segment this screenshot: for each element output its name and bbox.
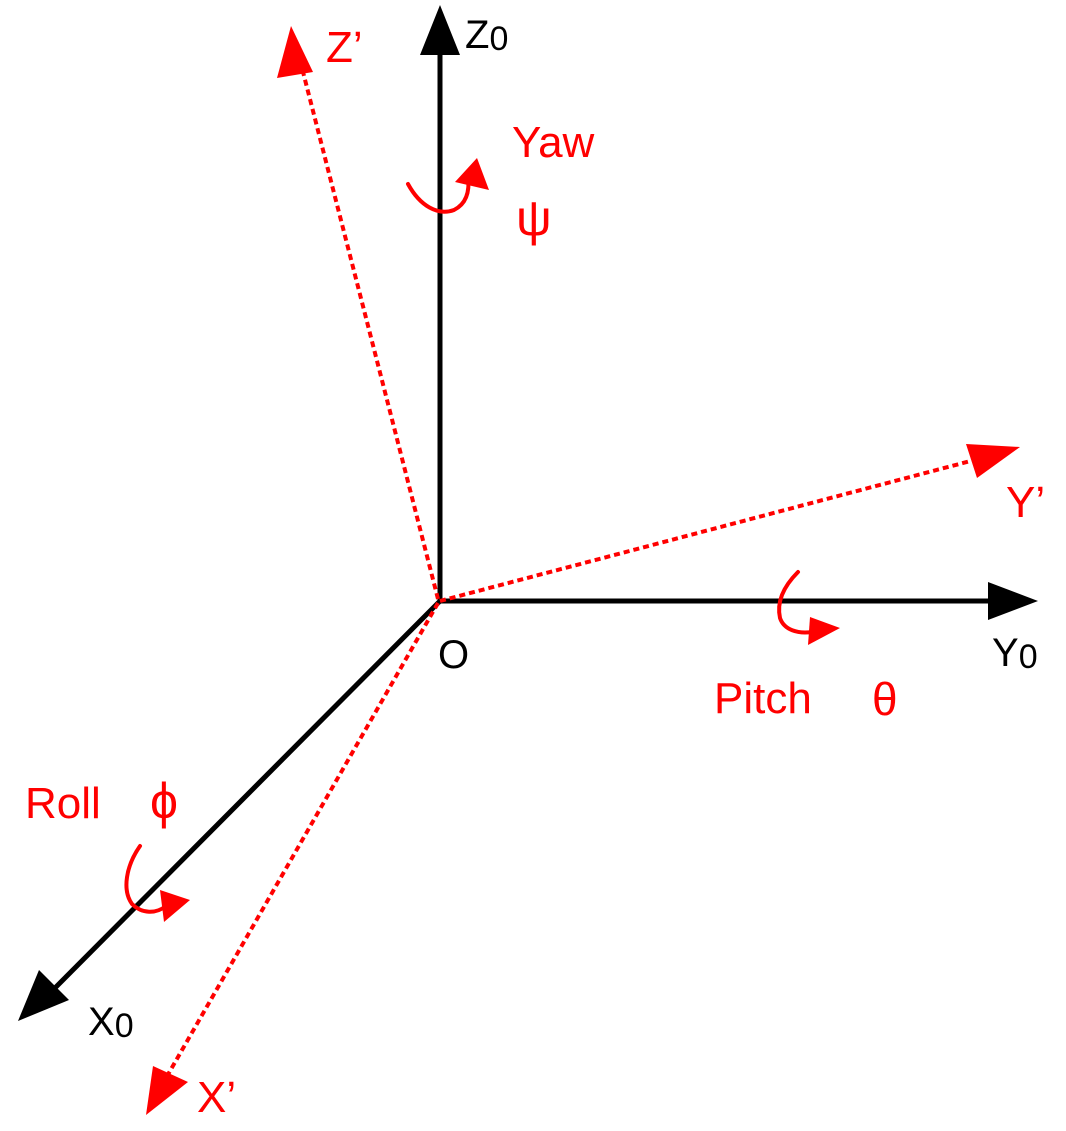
y0-arrowhead	[988, 582, 1038, 620]
pitch-symbol: θ	[872, 673, 898, 725]
z0-subscript: 0	[489, 20, 508, 58]
yaw-symbol: ψ	[516, 190, 552, 246]
x0-arrowhead	[18, 970, 69, 1021]
yaw-label: Yaw	[512, 118, 595, 167]
body-axes	[164, 67, 983, 1079]
z0-arrowhead	[420, 5, 460, 55]
y0-label: Y0	[992, 631, 1038, 676]
x0-letter: X	[88, 1000, 115, 1044]
pitch-label: Pitch	[714, 674, 812, 723]
pitch-rotation-arrow	[777, 570, 840, 645]
z-prime-label: Z’	[326, 23, 363, 72]
x-prime-arrowhead	[146, 1066, 188, 1115]
x0-label: X0	[88, 1000, 134, 1045]
y0-letter: Y	[992, 631, 1019, 675]
y-prime-arrowhead	[966, 444, 1020, 478]
y0-subscript: 0	[1019, 638, 1038, 676]
z0-letter: Z	[465, 13, 489, 57]
x-prime-label: X’	[197, 1073, 236, 1122]
z-prime-arrowhead	[277, 26, 313, 78]
x-prime-axis	[164, 602, 440, 1079]
origin-label: O	[438, 633, 469, 677]
z-prime-axis	[300, 67, 440, 600]
roll-rotation-arrow	[124, 844, 190, 922]
z0-label: Z0	[465, 13, 508, 58]
roll-symbol: ϕ	[150, 773, 178, 829]
x0-subscript: 0	[115, 1007, 134, 1045]
y-prime-label: Y’	[1006, 478, 1045, 527]
yaw-rotation-arrow	[406, 158, 489, 214]
roll-label: Roll	[25, 779, 101, 828]
world-axes	[43, 50, 992, 1000]
y-prime-axis	[439, 456, 983, 603]
x0-axis	[43, 599, 442, 1000]
